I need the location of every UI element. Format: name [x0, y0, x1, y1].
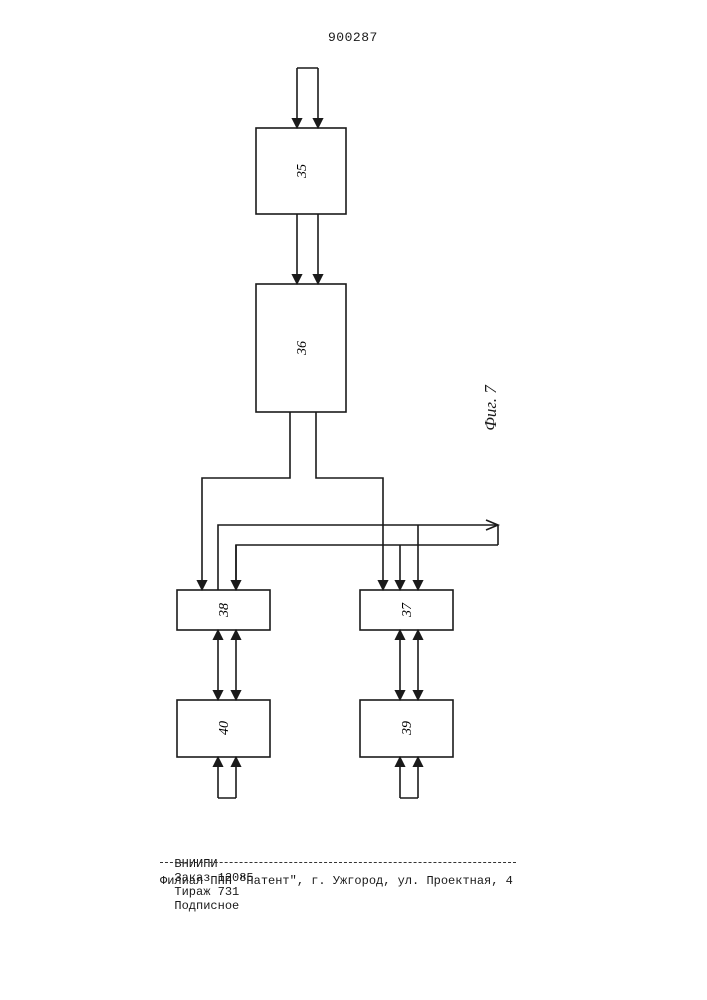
line-36-to-38 — [202, 412, 290, 590]
shared-bus — [218, 525, 498, 590]
footer-org: ВНИИПИ — [174, 857, 217, 871]
block-40-label: 40 — [217, 721, 232, 735]
footer-subscription: Подписное — [174, 899, 239, 913]
block-39-label: 39 — [400, 721, 415, 736]
block-37-label: 37 — [400, 602, 415, 618]
line-36-to-37 — [316, 412, 383, 590]
block-35-label: 35 — [295, 164, 310, 179]
footer-address: Филиал ППП "Патент", г. Ужгород, ул. Про… — [160, 874, 513, 888]
footer-divider — [160, 862, 516, 863]
block-36-label: 36 — [295, 341, 310, 356]
figure-label: Фиг. 7 — [481, 385, 501, 431]
block-38-label: 38 — [217, 603, 232, 618]
